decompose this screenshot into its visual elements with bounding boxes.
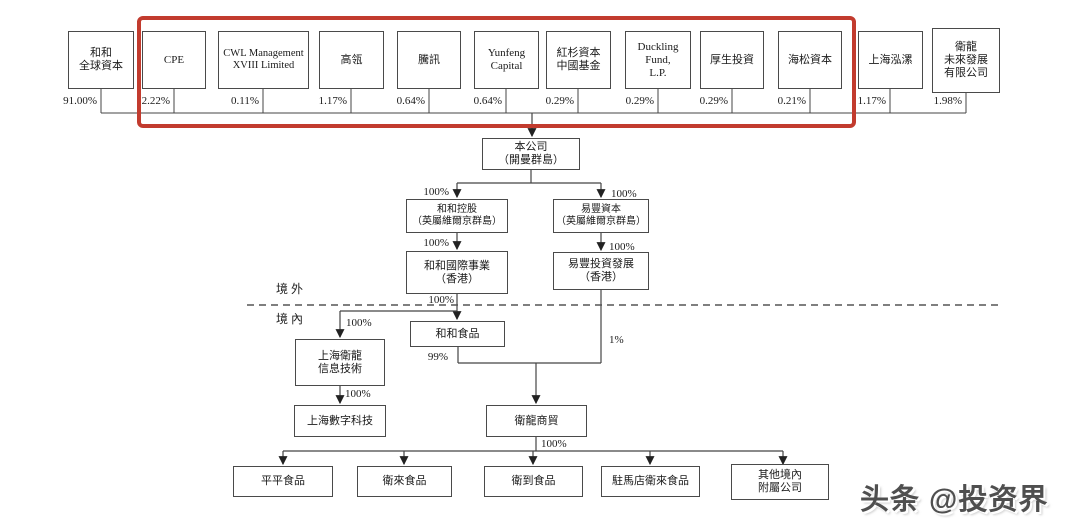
node-other-domestic-subsidiaries: 其他境內 附屬公司 [731, 464, 829, 500]
pct-yunfeng-capital: 0.64% [473, 95, 502, 107]
node-hehe-foods: 和和食品 [410, 321, 505, 347]
label-offshore: 境外 [276, 282, 307, 296]
edge-pct-hehe-holdings-hehe-intl: 100% [423, 237, 449, 249]
edge-pct-yifeng-capital-yifeng-invest: 100% [609, 241, 635, 253]
node-weilong-trading: 衛龍商貿 [486, 405, 587, 437]
node-hehe-international-hk: 和和國際事業 （香港） [406, 251, 508, 294]
edge-pct-hehe-foods-weilong-trading: 99% [427, 351, 448, 363]
edge-pct-yifeng-invest-weilong-trading: 1% [609, 334, 624, 346]
node-haisong-capital: 海松資本 [778, 31, 842, 89]
pct-sequoia-china: 0.29% [545, 95, 574, 107]
edge-pct-company-yifeng-capital: 100% [611, 188, 637, 200]
pct-shanghai-hongluo: 1.17% [857, 95, 886, 107]
edge-pct-company-hehe-holdings: 100% [423, 186, 449, 198]
node-yifeng-capital-bvi: 易豐資本 （英屬維爾京群島） [553, 199, 649, 233]
pct-cwl-management: 0.11% [230, 95, 259, 107]
node-cwl-management: CWL Management XVIII Limited [218, 31, 309, 89]
node-tencent: 騰訊 [397, 31, 461, 89]
node-duckling-fund: Duckling Fund, L.P. [625, 31, 691, 89]
node-weilong-future-development: 衛龍 未來發展 有限公司 [932, 28, 1000, 93]
node-the-company-cayman: 本公司 （開曼群島） [482, 138, 580, 170]
node-cpe: CPE [142, 31, 206, 89]
pct-housheng-investment: 0.29% [699, 95, 728, 107]
node-hehe-holdings-bvi: 和和控股 （英屬維爾京群島） [406, 199, 508, 233]
node-pingping-foods: 平平食品 [233, 466, 333, 497]
node-yunfeng-capital: Yunfeng Capital [474, 31, 539, 89]
edge-pct-hehe-intl-hehe-foods: 100% [428, 294, 454, 306]
node-zhumadian-weilai-foods: 駐馬店衛來食品 [601, 466, 700, 497]
node-yifeng-investment-development-hk: 易豐投資發展 （香港） [553, 252, 649, 290]
node-housheng-investment: 厚生投資 [700, 31, 764, 89]
pct-hehe-global-capital: 91.00% [63, 95, 97, 107]
node-weidao-foods: 衛到食品 [484, 466, 583, 497]
edge-pct-sh-weilong-info-sh-digital: 100% [345, 388, 371, 400]
edge-pct-weilong-trading-subsidiaries: 100% [541, 438, 567, 450]
node-shanghai-hongluo: 上海泓漯 [858, 31, 923, 89]
node-hillhouse: 高瓴 [319, 31, 384, 89]
node-sequoia-china: 紅杉資本 中國基金 [546, 31, 611, 89]
pct-weilong-future-development: 1.98% [933, 95, 962, 107]
toutiao-investor-watermark: 头条 @投资界 [860, 484, 1049, 516]
node-shanghai-weilong-info-tech: 上海衛龍 信息技術 [295, 339, 385, 386]
pct-haisong-capital: 0.21% [777, 95, 806, 107]
node-hehe-global-capital: 和和 全球資本 [68, 31, 134, 89]
pct-cpe: 2.22% [141, 95, 170, 107]
label-onshore: 境內 [276, 312, 307, 326]
edge-pct-hehe-intl-sh-weilong-info: 100% [346, 317, 372, 329]
pct-duckling-fund: 0.29% [625, 95, 654, 107]
pct-hillhouse: 1.17% [318, 95, 347, 107]
pct-tencent: 0.64% [396, 95, 425, 107]
node-weilai-foods: 衛來食品 [357, 466, 452, 497]
node-shanghai-digital-technology: 上海數字科技 [294, 405, 386, 437]
